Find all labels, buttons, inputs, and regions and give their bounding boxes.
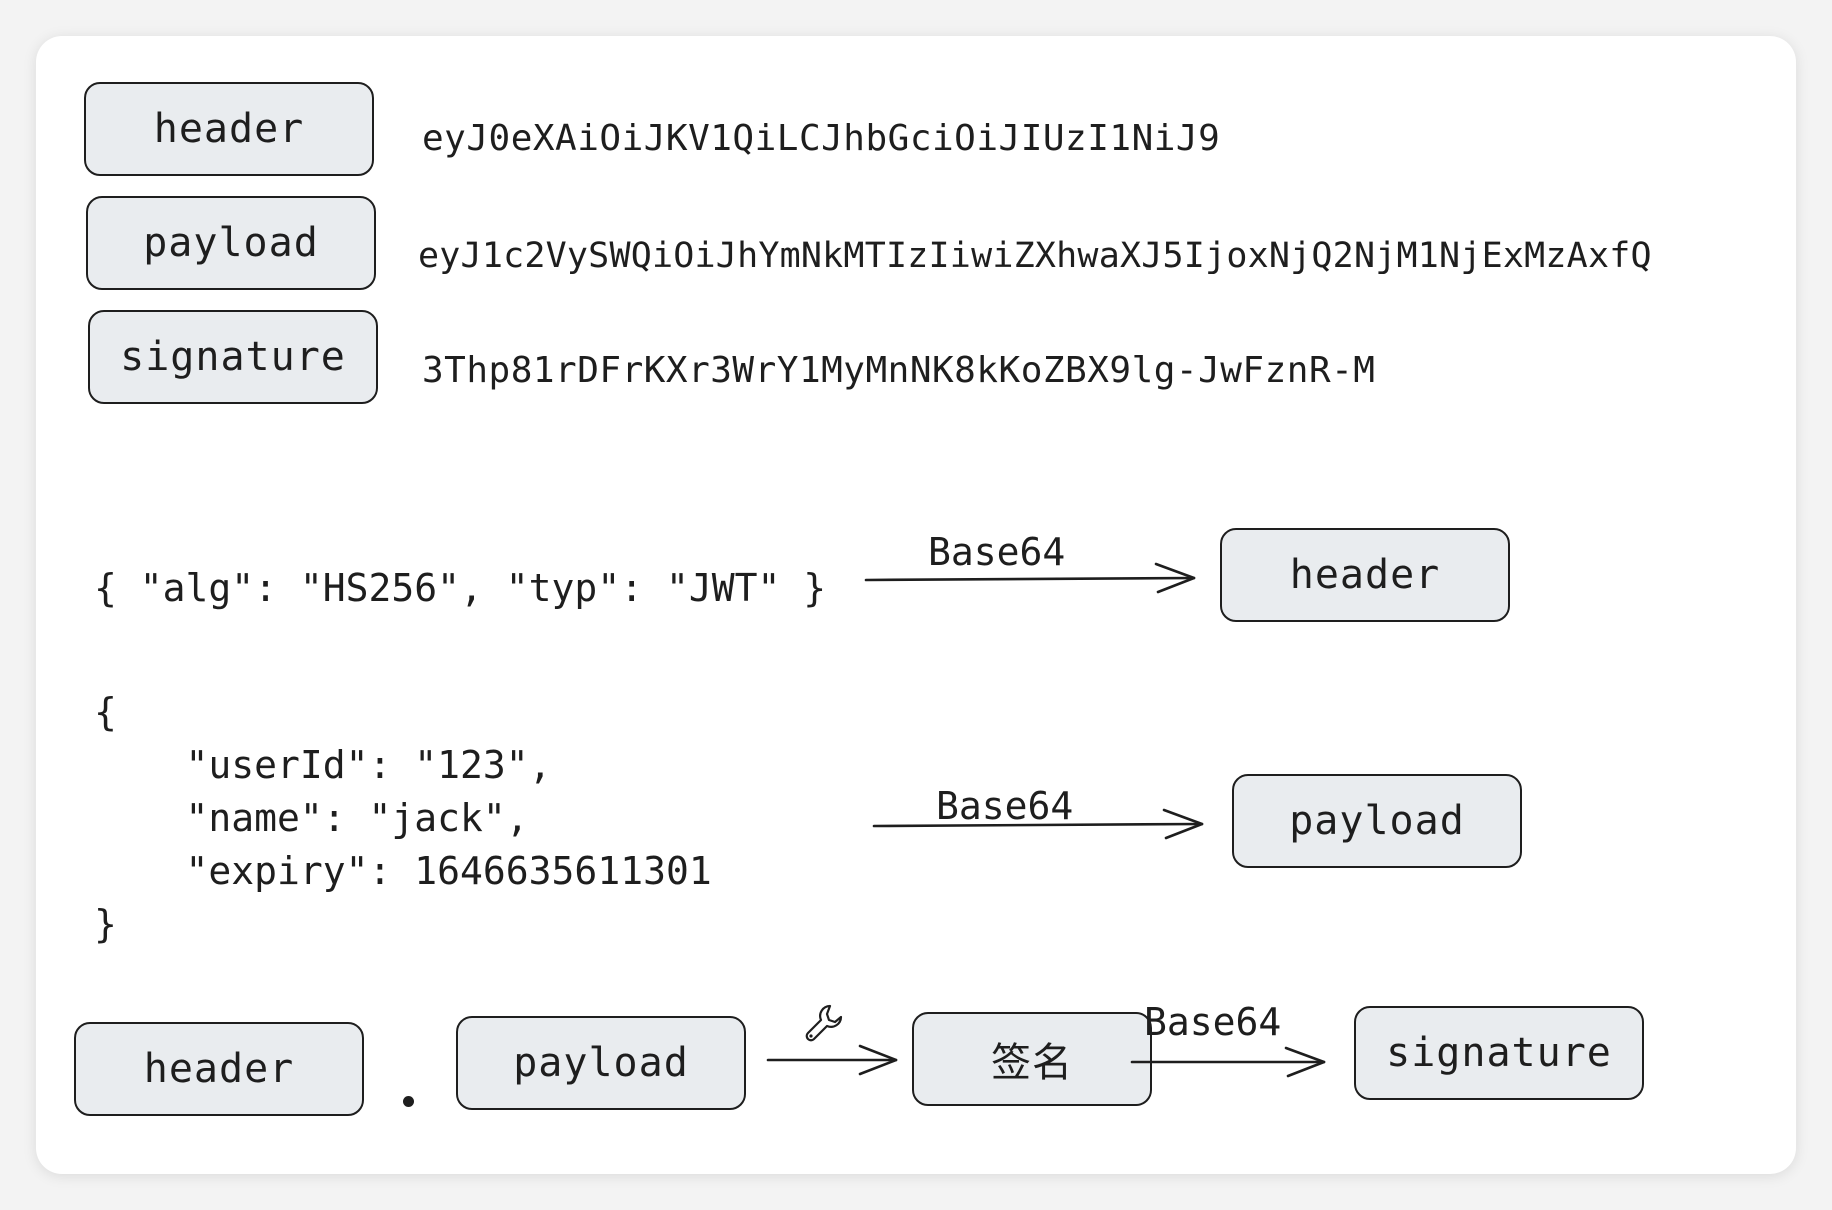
payload-label-box: payload: [86, 196, 376, 290]
sign-arrow: [766, 1044, 898, 1076]
sign-step-box: 签名: [912, 1012, 1152, 1106]
sig-input-header-label: header: [143, 1046, 295, 1092]
arrow-layer: [766, 562, 1326, 1078]
payload-arrow: [872, 808, 1204, 840]
sig-input-payload-box: payload: [456, 1016, 746, 1110]
payload-label: payload: [143, 220, 319, 266]
concat-separator-dot: [403, 1096, 414, 1107]
signature-label-box: signature: [88, 310, 378, 404]
header-arrow: [864, 562, 1196, 594]
payload-base64-label: Base64: [936, 784, 1074, 828]
header-json: { "alg": "HS256", "typ": "JWT" }: [94, 566, 827, 610]
payload-json: { "userId": "123", "name": "jack", "expi…: [94, 690, 712, 946]
signature-result-label: signature: [1386, 1030, 1612, 1076]
header-token-value: eyJ0eXAiOiJKV1QiLCJhbGciOiJIUzI1NiJ9: [422, 118, 1221, 159]
payload-result-box: payload: [1232, 774, 1522, 868]
header-result-box: header: [1220, 528, 1510, 622]
signature-arrow: [1130, 1046, 1326, 1078]
sig-input-header-box: header: [74, 1022, 364, 1116]
header-base64-label: Base64: [928, 530, 1066, 574]
signature-result-box: signature: [1354, 1006, 1644, 1100]
wrench-icon: [805, 1004, 843, 1042]
header-result-label: header: [1289, 552, 1441, 598]
payload-result-label: payload: [1289, 798, 1465, 844]
header-label-box: header: [84, 82, 374, 176]
signature-label: signature: [120, 334, 346, 380]
header-label: header: [153, 106, 305, 152]
sig-input-payload-label: payload: [513, 1040, 689, 1086]
signature-base64-label: Base64: [1144, 1000, 1282, 1044]
signature-token-value: 3Thp81rDFrKXr3WrY1MyMnNK8kKoZBX9lg-JwFzn…: [422, 350, 1376, 391]
diagram-canvas: header eyJ0eXAiOiJKV1QiLCJhbGciOiJIUzI1N…: [36, 36, 1796, 1174]
sign-step-label: 签名: [991, 1040, 1073, 1086]
payload-token-value: eyJ1c2VySWQiOiJhYmNkMTIzIiwiZXhwaXJ5Ijox…: [418, 236, 1652, 276]
